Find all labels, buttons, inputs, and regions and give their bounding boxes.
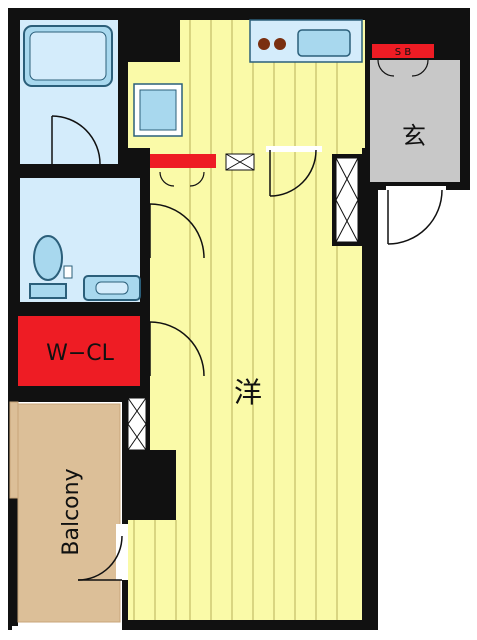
closet-door[interactable] [149, 321, 205, 377]
toilet-room [20, 178, 205, 302]
paper-holder [63, 265, 73, 279]
walk-in-closet-floor [18, 316, 140, 386]
washing-machine-basin [139, 89, 177, 131]
toilet-tank [29, 283, 67, 299]
western-room-door[interactable] [266, 146, 322, 197]
toilet-bowl [33, 235, 63, 281]
walk-in-closet: W−CL [18, 316, 205, 386]
kitchen [133, 19, 363, 137]
western-room-lower-floor [176, 450, 362, 520]
balcony-door[interactable] [77, 524, 128, 581]
pipe-shaft-left [127, 397, 147, 451]
pipe-shaft-right [332, 154, 362, 246]
wash-basin-bowl [95, 281, 129, 295]
western-room [128, 20, 365, 620]
kitchen-sink [297, 29, 351, 57]
balcony: Balcony [9, 401, 128, 630]
balcony-floor [17, 403, 121, 623]
pipe-shaft-small-cross [225, 153, 255, 171]
western-room-label: 洋 [234, 376, 262, 409]
stove-burner-left [258, 38, 270, 50]
entrance: S B 玄 [370, 44, 460, 245]
shoe-box-label: S B [395, 47, 412, 58]
balcony-label: Balcony [59, 468, 84, 555]
walk-in-closet-label: W−CL [46, 341, 115, 366]
entrance-label: 玄 [402, 122, 426, 150]
stove-burner-right [274, 38, 286, 50]
kitchen-closet-doors[interactable] [159, 171, 205, 187]
kitchen-closet-strip [150, 154, 216, 168]
western-room-main-floor [150, 244, 362, 450]
western-room-side-floor [150, 396, 176, 450]
bathroom-door[interactable] [51, 115, 101, 165]
bathroom [20, 20, 118, 165]
entrance-door[interactable] [386, 186, 446, 245]
shoe-box-doors[interactable] [377, 59, 429, 77]
kitchen-closet [150, 153, 255, 187]
toilet-door[interactable] [149, 203, 205, 259]
bathtub-basin [29, 31, 107, 81]
balcony-rail-left [9, 401, 19, 499]
western-room-bottom-floor [128, 520, 362, 620]
shoe-box [372, 44, 434, 58]
entrance-floor [370, 60, 460, 182]
